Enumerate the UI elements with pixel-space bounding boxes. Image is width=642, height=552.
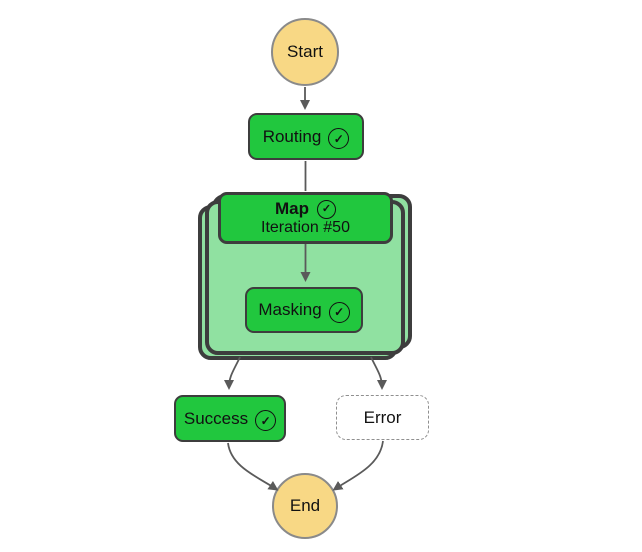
routing-label: Routing	[262, 126, 322, 146]
edge-map-success	[224, 356, 241, 390]
edge-map-error	[370, 356, 387, 390]
end-label: End	[289, 496, 321, 515]
state-error[interactable]: Error	[336, 395, 429, 440]
start-node: Start	[271, 18, 339, 86]
success-label: Success	[183, 408, 249, 428]
masking-label: Masking	[258, 300, 322, 319]
error-label: Error	[363, 407, 402, 427]
checkmark-icon: ✓	[255, 410, 277, 431]
checkmark-icon: ✓	[328, 301, 350, 323]
checkmark-icon: ✓	[317, 200, 336, 220]
state-masking[interactable]: Masking ✓	[245, 287, 363, 333]
state-success[interactable]: Success ✓	[174, 395, 286, 442]
start-label: Start	[287, 42, 323, 61]
map-label: Map	[275, 199, 309, 219]
edge-success-end	[227, 442, 279, 491]
checkmark-icon: ✓	[328, 128, 350, 149]
state-routing[interactable]: Routing ✓	[248, 113, 364, 160]
state-map-header[interactable]: Map ✓ Iteration #50	[218, 192, 393, 244]
edge-error-end	[332, 440, 384, 491]
map-iteration-label: Iteration #50	[261, 219, 350, 237]
end-node: End	[272, 473, 338, 539]
